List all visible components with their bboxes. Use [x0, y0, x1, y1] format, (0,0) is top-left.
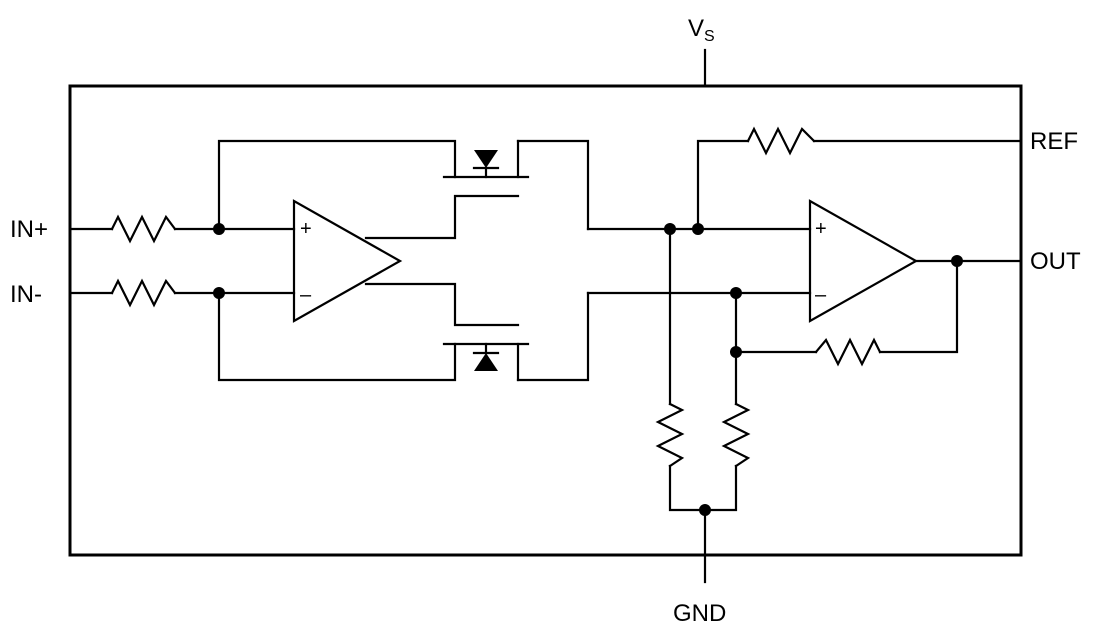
upper-diode-icon [474, 150, 498, 168]
lower-gate-wire [364, 282, 520, 327]
input-amp-plus-sign: + [300, 218, 312, 240]
input-amp-minus-sign: – [300, 284, 312, 306]
in-minus-label: IN- [10, 281, 42, 308]
lower-diode-icon [474, 353, 498, 371]
ref-label: REF [1030, 128, 1078, 155]
left-ground-resistor [655, 227, 707, 512]
ref-path [696, 126, 1023, 231]
lower-feedback-wire [217, 291, 457, 382]
upper-feedback-wire [217, 139, 457, 231]
vs-label: VS [688, 15, 715, 45]
chip-outline [68, 84, 1023, 557]
output-amp-plus-sign: + [815, 218, 827, 240]
gnd-label: GND [673, 600, 726, 627]
right-ground-resistor [703, 402, 751, 512]
output-feedback-path [734, 259, 959, 406]
in-minus-path [70, 278, 296, 308]
out-label: OUT [1030, 248, 1081, 275]
input-amplifier [292, 199, 403, 323]
in-plus-path [70, 214, 296, 244]
output-amplifier [808, 199, 919, 323]
output-amp-minus-sign: – [815, 284, 827, 306]
junction-dots [213, 223, 963, 516]
in-plus-label: IN+ [10, 216, 48, 243]
lower-transistor [442, 291, 590, 382]
upper-gate-wire [364, 194, 520, 240]
upper-transistor [442, 139, 590, 231]
